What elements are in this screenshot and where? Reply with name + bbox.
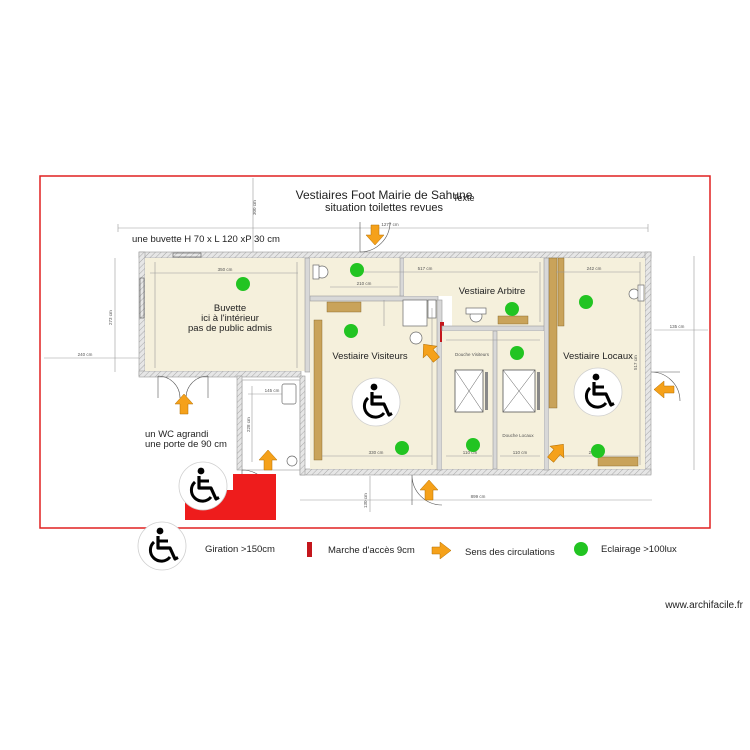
buvette-size-note: une buvette H 70 x L 120 xP 30 cm [132, 234, 280, 245]
legend-marche: Marche d'accès 9cm [328, 545, 415, 556]
dim-bottom-gap: 130 cm [363, 493, 368, 508]
circulation-arrow-icon [258, 449, 278, 471]
dim-wc-width: 145 cm [265, 388, 280, 393]
dim-bottom-total: 899 cm [471, 494, 486, 499]
legend-sens: Sens des circulations [465, 547, 555, 558]
dim-top-gap: 300 cm [252, 200, 257, 215]
dim-locaux-width: 242 cm [587, 266, 602, 271]
dim-wc-height: 228 cm [246, 417, 251, 432]
circulation-arrow-icon [174, 393, 194, 415]
wc-extension-area [233, 474, 276, 520]
plan-title-line2: situation toilettes revues [325, 202, 444, 214]
legend-arrow-icon [431, 541, 452, 560]
dim-right-total: 135 cm [670, 324, 685, 329]
light-icon [344, 324, 358, 338]
dim-shower-2: 110 cm [513, 450, 528, 455]
dim-locaux-height: 517 cm [633, 355, 638, 370]
vestiaire-visiteurs-label: Vestiaire Visiteurs [332, 351, 408, 362]
light-icon [466, 438, 480, 452]
light-icon [395, 441, 409, 455]
buvette-label-1: Buvette [214, 303, 246, 314]
text-label: Texte [453, 193, 475, 203]
buvette-label-3: pas de public admis [188, 323, 272, 334]
wheelchair-icon [572, 366, 624, 418]
circulation-arrow-icon [653, 380, 675, 399]
legend-light-icon [574, 542, 588, 556]
vestiaire-locaux-label: Vestiaire Locaux [563, 351, 633, 362]
room-vestiaire-arbitre [404, 258, 544, 296]
light-icon [350, 263, 364, 277]
dim-visiteurs-bottom: 330 cm [369, 450, 384, 455]
light-icon [579, 295, 593, 309]
dim-arbitre-width: 517 cm [418, 266, 433, 271]
legend-marche-swatch [307, 542, 312, 557]
circulation-arrow-icon [365, 224, 385, 246]
douche-visiteurs-label: Douche Visiteurs [455, 352, 490, 357]
wc-note-1: un WC agrandi [145, 429, 208, 440]
watermark: www.archifacile.fr [664, 600, 743, 611]
circulation-arrow-icon [419, 479, 439, 501]
legend-eclairage: Eclairage >100lux [601, 544, 677, 555]
douche-locaux-label: Douche Locaux [502, 433, 534, 438]
dim-left-height: 273 cm [108, 310, 113, 325]
light-icon [505, 302, 519, 316]
buvette-label-2: ici à l'intérieur [201, 313, 259, 324]
light-icon [591, 444, 605, 458]
vestiaire-arbitre-label: Vestiaire Arbitre [459, 286, 526, 297]
dim-corridor: 210 cm [357, 281, 372, 286]
circulation-arrow-icon [547, 444, 565, 463]
light-icon [236, 277, 250, 291]
dim-buvette-width: 350 cm [218, 267, 233, 272]
site-boundary [39, 175, 711, 529]
room-buvette [145, 258, 305, 371]
dim-left-total: 240 cm [78, 352, 93, 357]
wheelchair-icon [136, 520, 188, 572]
legend-giration: Giration >150cm [205, 544, 275, 555]
dim-shower-1: 110 cm [463, 450, 478, 455]
wheelchair-icon [177, 460, 229, 512]
plan-title-line1: Vestiaires Foot Mairie de Sahune [296, 188, 473, 202]
wc-note-2: une porte de 90 cm [145, 439, 227, 450]
light-icon [510, 346, 524, 360]
wheelchair-icon [350, 376, 402, 428]
circulation-arrow-icon [422, 344, 440, 363]
